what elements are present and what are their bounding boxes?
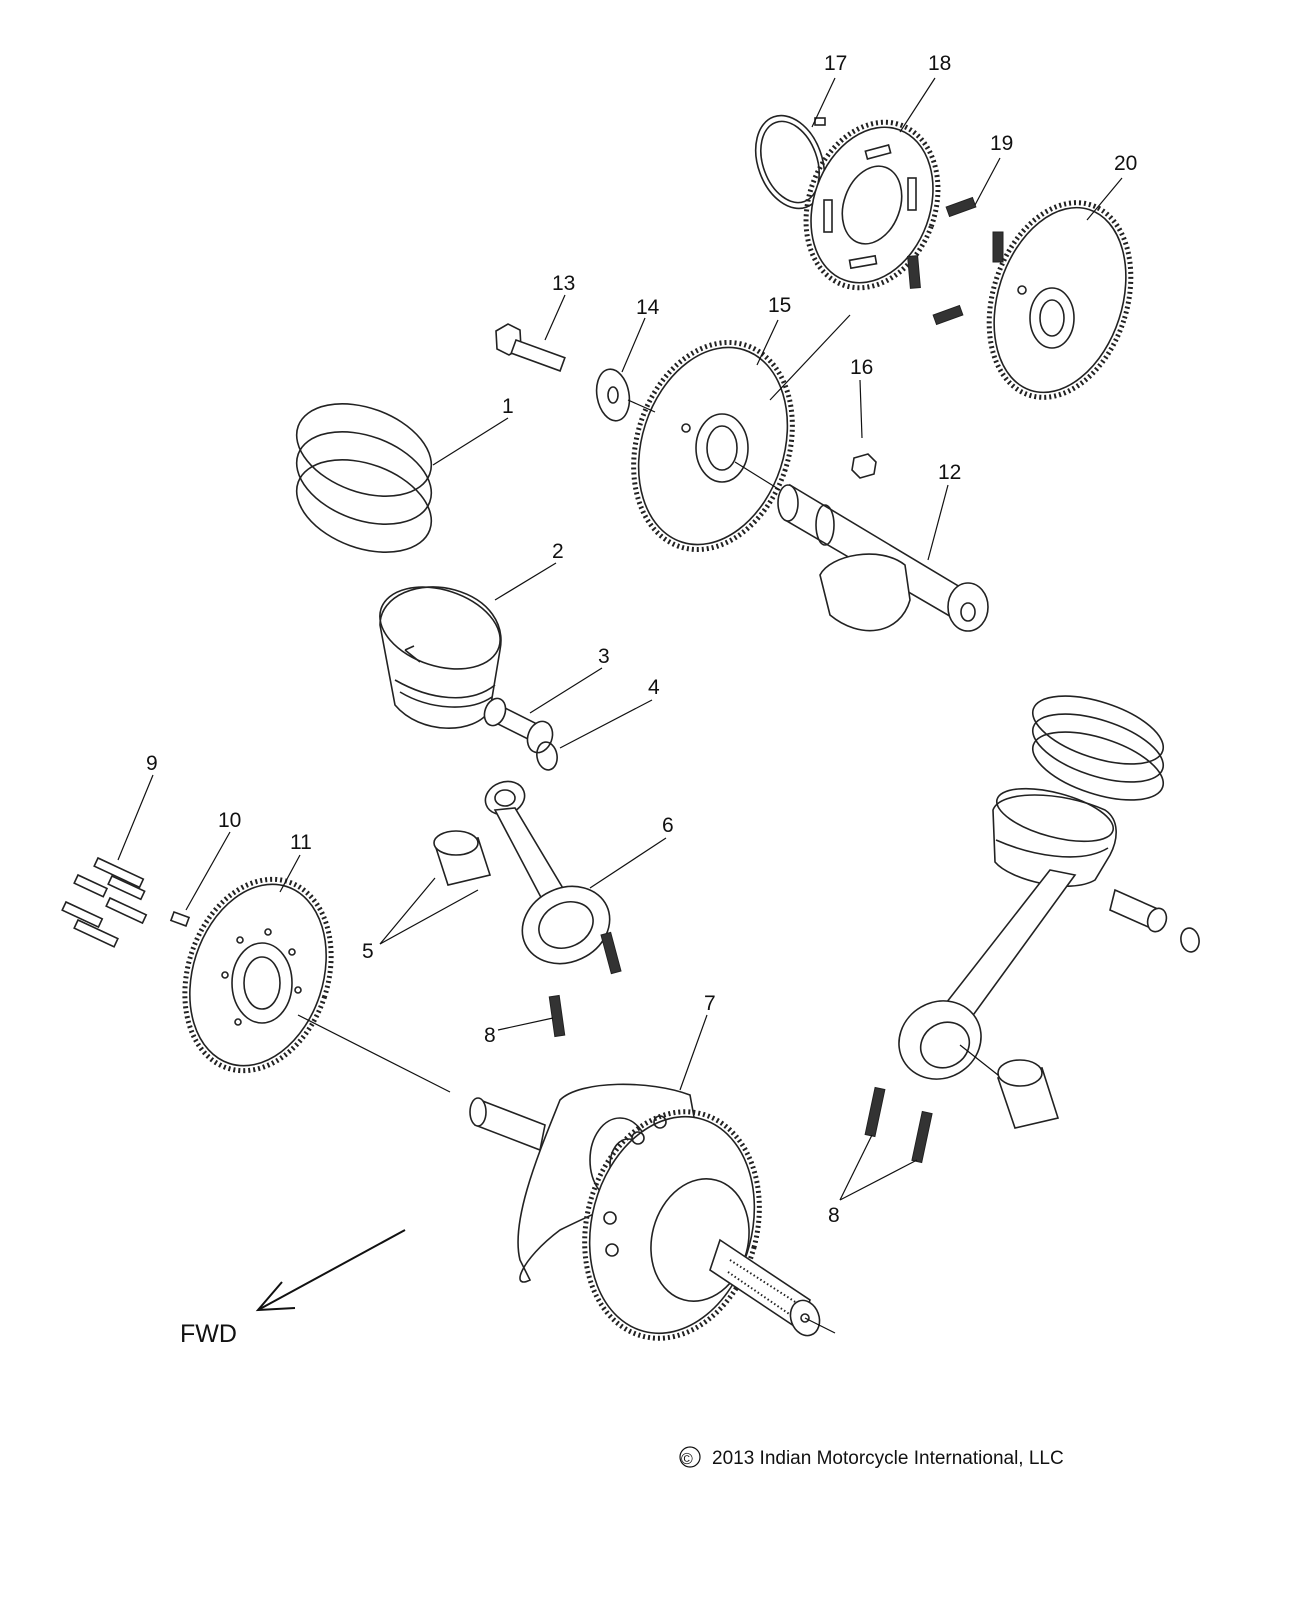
part-19-springs <box>907 196 1004 326</box>
callout-11: 11 <box>290 831 312 854</box>
callout-3: 3 <box>598 645 610 668</box>
callout-8-right: 8 <box>828 1204 840 1227</box>
part-15-cam-gear <box>631 339 795 553</box>
part-10-dowel-pin <box>169 910 191 927</box>
callout-9: 9 <box>146 752 158 775</box>
part-8-rod-bolts-right <box>864 1086 933 1164</box>
bearing-shell-right <box>996 1059 1060 1129</box>
wrist-pin-right <box>1109 888 1168 933</box>
callout-10: 10 <box>218 809 241 832</box>
part-7-crankshaft <box>469 1083 821 1341</box>
part-9-bolts <box>61 856 148 948</box>
callout-16: 16 <box>850 356 873 379</box>
callout-2: 2 <box>552 540 564 563</box>
part-4-circlip <box>536 741 558 771</box>
leader-lines <box>117 77 1123 1334</box>
callout-15: 15 <box>768 294 791 317</box>
callout-1: 1 <box>502 395 514 418</box>
callout-8-left: 8 <box>484 1024 496 1047</box>
connecting-rod-right <box>898 869 1077 1080</box>
part-3-wrist-pin <box>483 697 554 754</box>
callout-14: 14 <box>636 296 660 319</box>
part-8-rod-bolt-left <box>548 994 566 1038</box>
callout-17: 17 <box>824 52 847 75</box>
copyright-symbol: © <box>681 1451 693 1468</box>
part-6-connecting-rod <box>484 780 622 975</box>
part-11-crank-gear <box>182 876 334 1074</box>
part-1-piston-rings <box>295 403 433 553</box>
piston-rings-right <box>1031 695 1165 801</box>
callout-6: 6 <box>662 814 674 837</box>
callout-20: 20 <box>1114 152 1137 175</box>
part-18-balance-gear <box>803 119 941 291</box>
callout-12: 12 <box>938 461 961 484</box>
forward-direction-arrow: FWD <box>180 1229 406 1348</box>
callout-19: 19 <box>990 132 1013 155</box>
piston-right <box>992 787 1117 887</box>
copyright-text: 2013 Indian Motorcycle International, LL… <box>712 1448 1064 1469</box>
callout-7: 7 <box>704 992 716 1015</box>
part-12-balance-shaft <box>777 483 989 632</box>
copyright-notice: © 2013 Indian Motorcycle International, … <box>679 1446 1064 1469</box>
callout-labels: 17 18 19 20 13 14 15 16 1 12 2 3 4 9 10 … <box>146 52 1137 1227</box>
callout-4: 4 <box>648 676 660 699</box>
part-2-piston <box>379 586 502 729</box>
part-20-driven-gear <box>986 200 1134 400</box>
part-13-bolt <box>495 323 566 372</box>
part-16-key <box>851 453 877 479</box>
part-5-bearing-shell <box>433 830 492 886</box>
fwd-label: FWD <box>180 1320 237 1348</box>
callout-13: 13 <box>552 272 575 295</box>
callout-5: 5 <box>362 940 374 963</box>
part-14-washer <box>595 368 631 422</box>
callout-18: 18 <box>928 52 951 75</box>
circlip-right <box>1180 927 1200 953</box>
